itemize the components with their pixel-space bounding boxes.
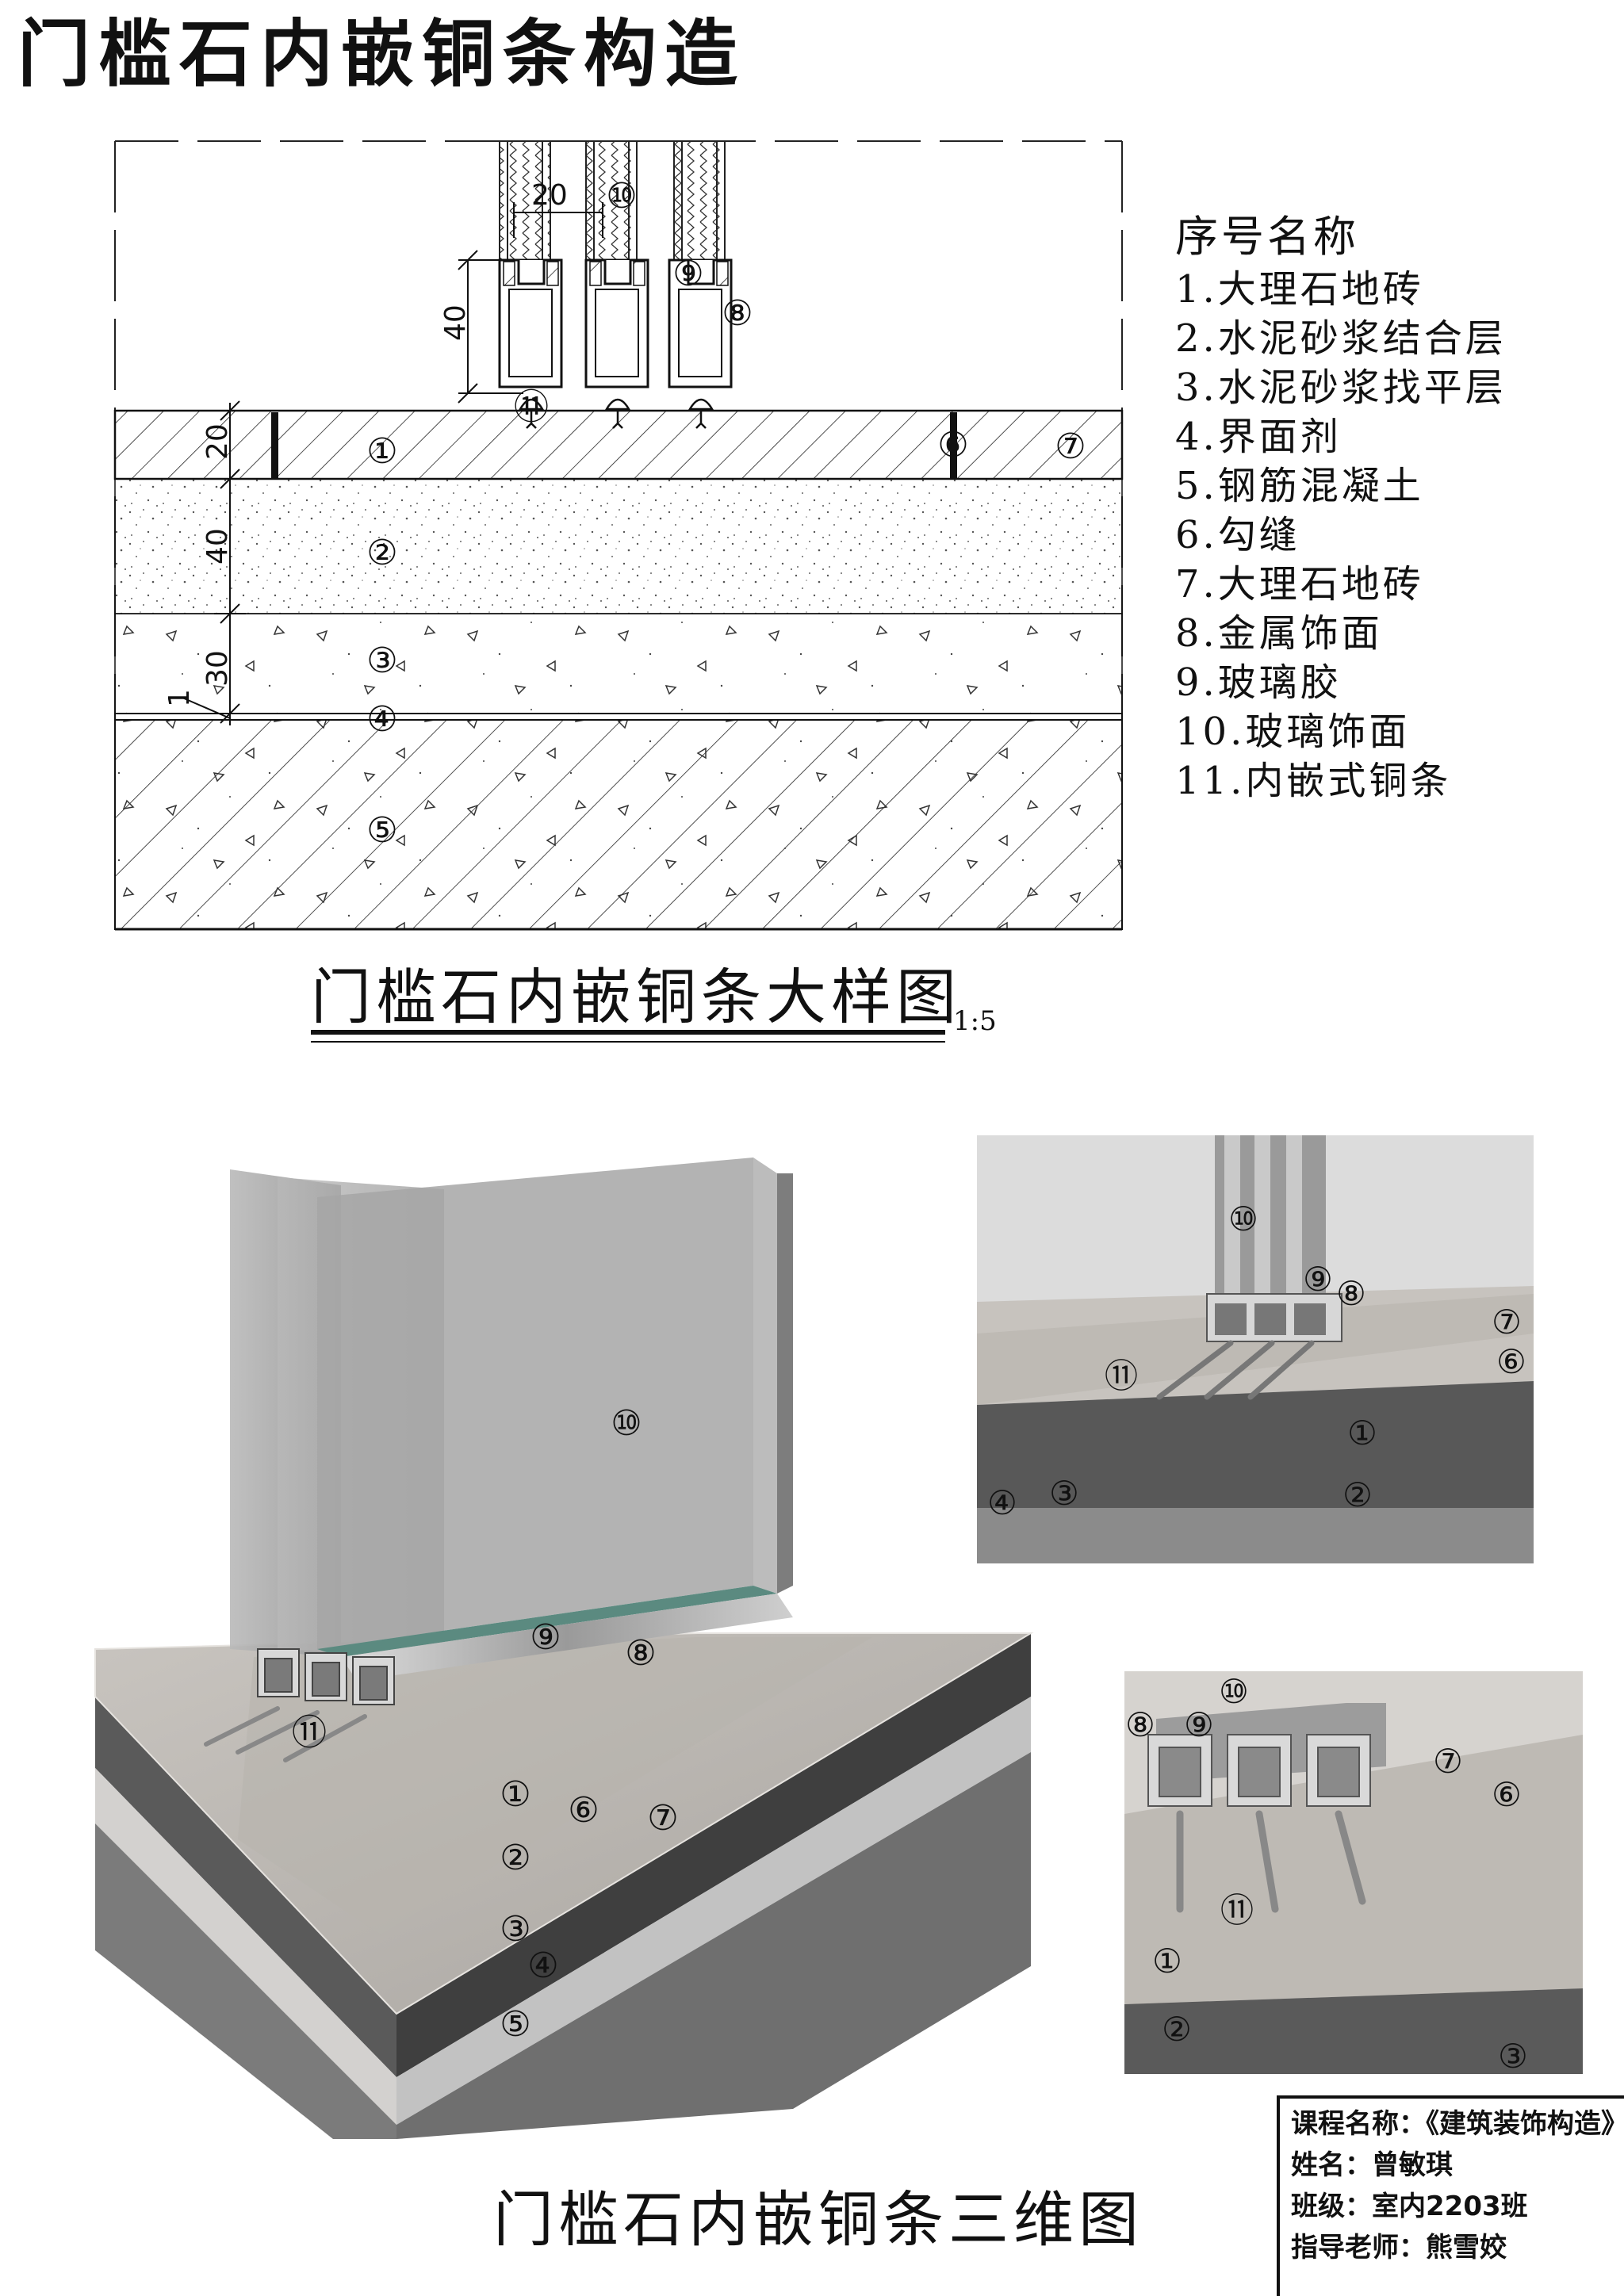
cad-marker-5: ⑤: [366, 810, 397, 851]
page-title: 门槛石内嵌铜条构造: [17, 12, 746, 97]
legend-item: 2.水泥砂浆结合层: [1175, 316, 1507, 361]
legend-item: 7.大理石地砖: [1175, 562, 1424, 607]
detail-caption: 门槛石内嵌铜条大样图: [311, 962, 961, 1032]
tr-marker-1: ①: [1347, 1414, 1377, 1452]
model-caption: 门槛石内嵌铜条三维图: [493, 2184, 1143, 2255]
dimension-lines: [182, 202, 603, 725]
tr-marker-3: ③: [1049, 1474, 1079, 1513]
br-marker-3: ③: [1498, 2037, 1528, 2074]
legend-item: 3.水泥砂浆找平层: [1175, 365, 1507, 410]
legend-item: 11.内嵌式铜条: [1175, 759, 1452, 803]
tr-marker-7: ⑦: [1492, 1303, 1522, 1341]
3d-marker-11: ⑪: [292, 1712, 327, 1753]
dim-40-profile: 40: [439, 304, 472, 341]
3d-marker-7: ⑦: [647, 1798, 678, 1839]
3d-marker-4: ④: [527, 1946, 558, 1986]
3d-marker-8: ⑧: [625, 1633, 656, 1674]
3d-marker-3: ③: [500, 1909, 530, 1950]
legend-item: 5.钢筋混凝土: [1175, 464, 1424, 508]
legend-item: 4.界面剂: [1175, 415, 1342, 459]
cad-marker-2: ②: [366, 533, 397, 573]
3d-marker-5: ⑤: [500, 2004, 530, 2045]
cad-marker-9: ⑨: [672, 254, 703, 294]
cad-marker-8: ⑧: [722, 293, 753, 334]
tr-marker-2: ②: [1342, 1475, 1373, 1514]
3d-marker-2: ②: [500, 1838, 530, 1878]
br-marker-9: ⑨: [1184, 1705, 1214, 1744]
br-marker-11: ⑪: [1220, 1891, 1254, 1930]
tr-marker-10: ⑩: [1228, 1200, 1258, 1238]
detail-scale: 1:5: [953, 1005, 997, 1037]
br-marker-2: ②: [1162, 2010, 1192, 2049]
glass-panels: [499, 140, 726, 261]
legend-item: 6.勾缝: [1175, 513, 1300, 557]
joint-right: [950, 412, 957, 479]
legend-item: 1.大理石地砖: [1175, 267, 1424, 312]
cad-marker-10: ⑩: [606, 176, 637, 216]
br-marker-6: ⑥: [1492, 1775, 1522, 1814]
dim-30-layer: 30: [201, 650, 234, 687]
legend: 序号名称 1.大理石地砖 2.水泥砂浆结合层 3.水泥砂浆找平层 4.界面剂 5…: [1175, 212, 1507, 806]
course-name: 课程名称：《建筑装饰构造》: [1291, 2108, 1624, 2140]
3d-marker-9: ⑨: [530, 1617, 561, 1658]
legend-item: 10.玻璃饰面: [1175, 710, 1411, 754]
cad-marker-3: ③: [366, 641, 397, 681]
3d-marker-10: ⑩: [611, 1403, 642, 1444]
dim-20-glass: 20: [531, 179, 568, 212]
closeup-render-top: ⑩ ⑨ ⑧ ⑦ ⑥ ⑪ ① ② ③ ④: [977, 1135, 1534, 1563]
class-name: 班级：室内2203班: [1291, 2191, 1528, 2222]
tr-marker-6: ⑥: [1496, 1342, 1526, 1381]
student-name: 姓名：曾敏琪: [1291, 2149, 1453, 2181]
legend-header: 序号名称: [1175, 212, 1359, 262]
legend-item: 9.玻璃胶: [1175, 660, 1342, 705]
tr-marker-8: ⑧: [1336, 1274, 1366, 1313]
cad-marker-1: ①: [366, 431, 397, 472]
teacher-name: 指导老师：熊雪姣: [1291, 2232, 1507, 2263]
layer-mortar-bond: [114, 478, 1123, 614]
br-marker-8: ⑧: [1125, 1705, 1155, 1744]
metal-profiles: [498, 258, 733, 388]
dim-40-layer: 40: [201, 528, 234, 564]
br-marker-7: ⑦: [1433, 1742, 1463, 1781]
cad-marker-11: ⑪: [514, 387, 549, 427]
section-detail-drawing: 20 40 20 40 30 1 ① ② ③ ④ ⑤ ⑥ ⑦ ⑧ ⑨ ⑩ ⑪: [113, 140, 1124, 1043]
copper-strips: [518, 398, 714, 429]
3d-marker-6: ⑥: [568, 1790, 599, 1831]
cad-marker-7: ⑦: [1055, 427, 1086, 467]
dim-1-layer: 1: [163, 689, 196, 707]
joint-left: [271, 412, 278, 479]
cad-marker-4: ④: [366, 699, 397, 740]
3d-marker-1: ①: [500, 1774, 530, 1815]
tr-marker-9: ⑨: [1303, 1260, 1333, 1299]
layer-leveling: [114, 613, 1123, 714]
layer-interface: [114, 713, 1123, 721]
closeup-render-bottom: ⑩ ⑧ ⑨ ⑦ ⑥ ⑪ ① ② ③: [1124, 1671, 1583, 2074]
dim-20-layer: 20: [201, 423, 234, 460]
br-marker-1: ①: [1152, 1942, 1182, 1980]
legend-item: 8.金属饰面: [1175, 611, 1383, 656]
cad-marker-6: ⑥: [937, 425, 968, 465]
tr-marker-4: ④: [987, 1483, 1017, 1522]
info-box: 课程名称：《建筑装饰构造》 姓名：曾敏琪 班级：室内2203班 指导老师：熊雪姣: [1277, 2095, 1624, 2296]
tr-marker-11: ⑪: [1105, 1357, 1138, 1395]
main-3d-render: ⑩ ⑨ ⑧ ⑪ ① ⑥ ⑦ ② ③ ④ ⑤: [94, 1158, 1034, 2139]
br-marker-10: ⑩: [1219, 1672, 1249, 1711]
